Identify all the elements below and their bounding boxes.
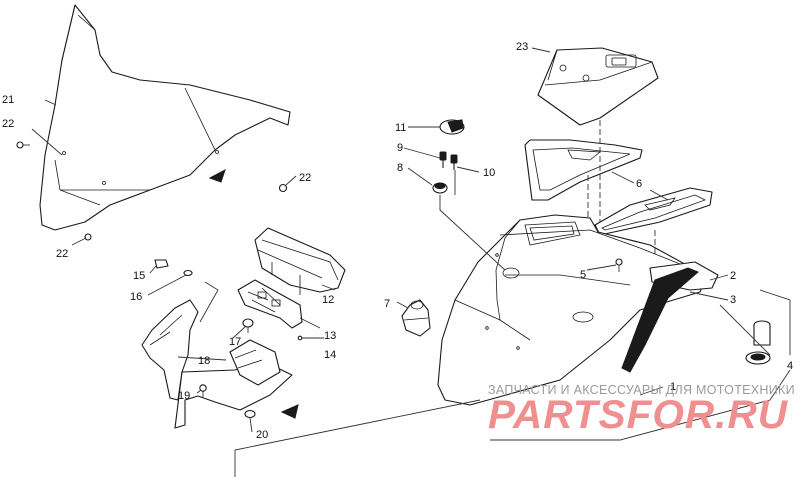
nose-cowl-part — [437, 214, 706, 406]
callout-3: 3 — [730, 294, 736, 306]
reference-arrow-icon-2 — [280, 404, 299, 419]
watermark-subtitle: ЗАПЧАСТИ И АКСЕССУАРЫ ДЛЯ МОТОТЕХНИКИ — [488, 383, 795, 397]
key-cap-part — [439, 119, 465, 135]
side-trim-part — [621, 261, 719, 373]
mount-bracket-part — [141, 299, 293, 429]
callout-16: 16 — [130, 291, 142, 303]
nut-15-part — [154, 259, 169, 269]
callout-7: 7 — [384, 298, 390, 310]
washer-16-part — [183, 269, 193, 277]
screw-22-bottom — [84, 233, 92, 241]
callout-10: 10 — [483, 167, 495, 179]
callout-14: 14 — [324, 349, 336, 361]
watermark: ЗАПЧАСТИ И АКСЕССУАРЫ ДЛЯ МОТОТЕХНИКИ PA… — [488, 383, 795, 437]
keys-part — [439, 151, 458, 170]
callout-11: 11 — [395, 122, 406, 134]
callout-13: 13 — [324, 330, 336, 342]
callout-6: 6 — [636, 178, 642, 190]
callout-19: 19 — [178, 390, 190, 402]
callout-17: 17 — [229, 336, 241, 348]
nut-20-part — [244, 409, 256, 419]
callout-1: 1 — [670, 381, 676, 393]
callout-12: 12 — [322, 294, 334, 306]
callout-22-left: 22 — [2, 118, 14, 130]
callout-8: 8 — [397, 162, 403, 174]
screw-5-part — [615, 258, 623, 272]
callout-2: 2 — [730, 270, 736, 282]
light-unit-part — [745, 320, 771, 365]
trim-frame-part-lower — [594, 187, 713, 236]
screw-19-part — [199, 384, 207, 397]
sensor-part — [401, 299, 431, 337]
callout-22-bottom: 22 — [56, 248, 68, 260]
screw-22-left — [16, 141, 30, 149]
callout-9: 9 — [397, 142, 403, 154]
callout-23: 23 — [516, 41, 528, 53]
callout-5: 5 — [580, 269, 586, 281]
callout-labels: 21 22 22 22 23 11 9 8 10 6 15 16 7 2 3 5… — [2, 41, 793, 441]
screw-22-right — [278, 183, 288, 193]
callout-15: 15 — [133, 270, 145, 282]
callout-22-right: 22 — [299, 172, 311, 184]
trim-frame-part-upper — [524, 139, 643, 201]
bolt-17-part — [242, 318, 254, 333]
windshield-part — [39, 4, 291, 231]
reference-arrow-icon — [208, 168, 226, 183]
switch-nut-part — [432, 182, 448, 194]
top-panel-part — [537, 47, 659, 126]
gauge-bracket-part — [237, 279, 303, 329]
instrument-gauge-part — [254, 227, 346, 293]
leader-lines — [31, 47, 791, 477]
screw-14-part — [297, 335, 303, 341]
callout-4: 4 — [787, 360, 793, 372]
callout-21: 21 — [2, 94, 14, 106]
watermark-brand: PARTSFOR.RU — [488, 393, 788, 437]
callout-18: 18 — [198, 355, 210, 367]
callout-20: 20 — [256, 429, 268, 441]
